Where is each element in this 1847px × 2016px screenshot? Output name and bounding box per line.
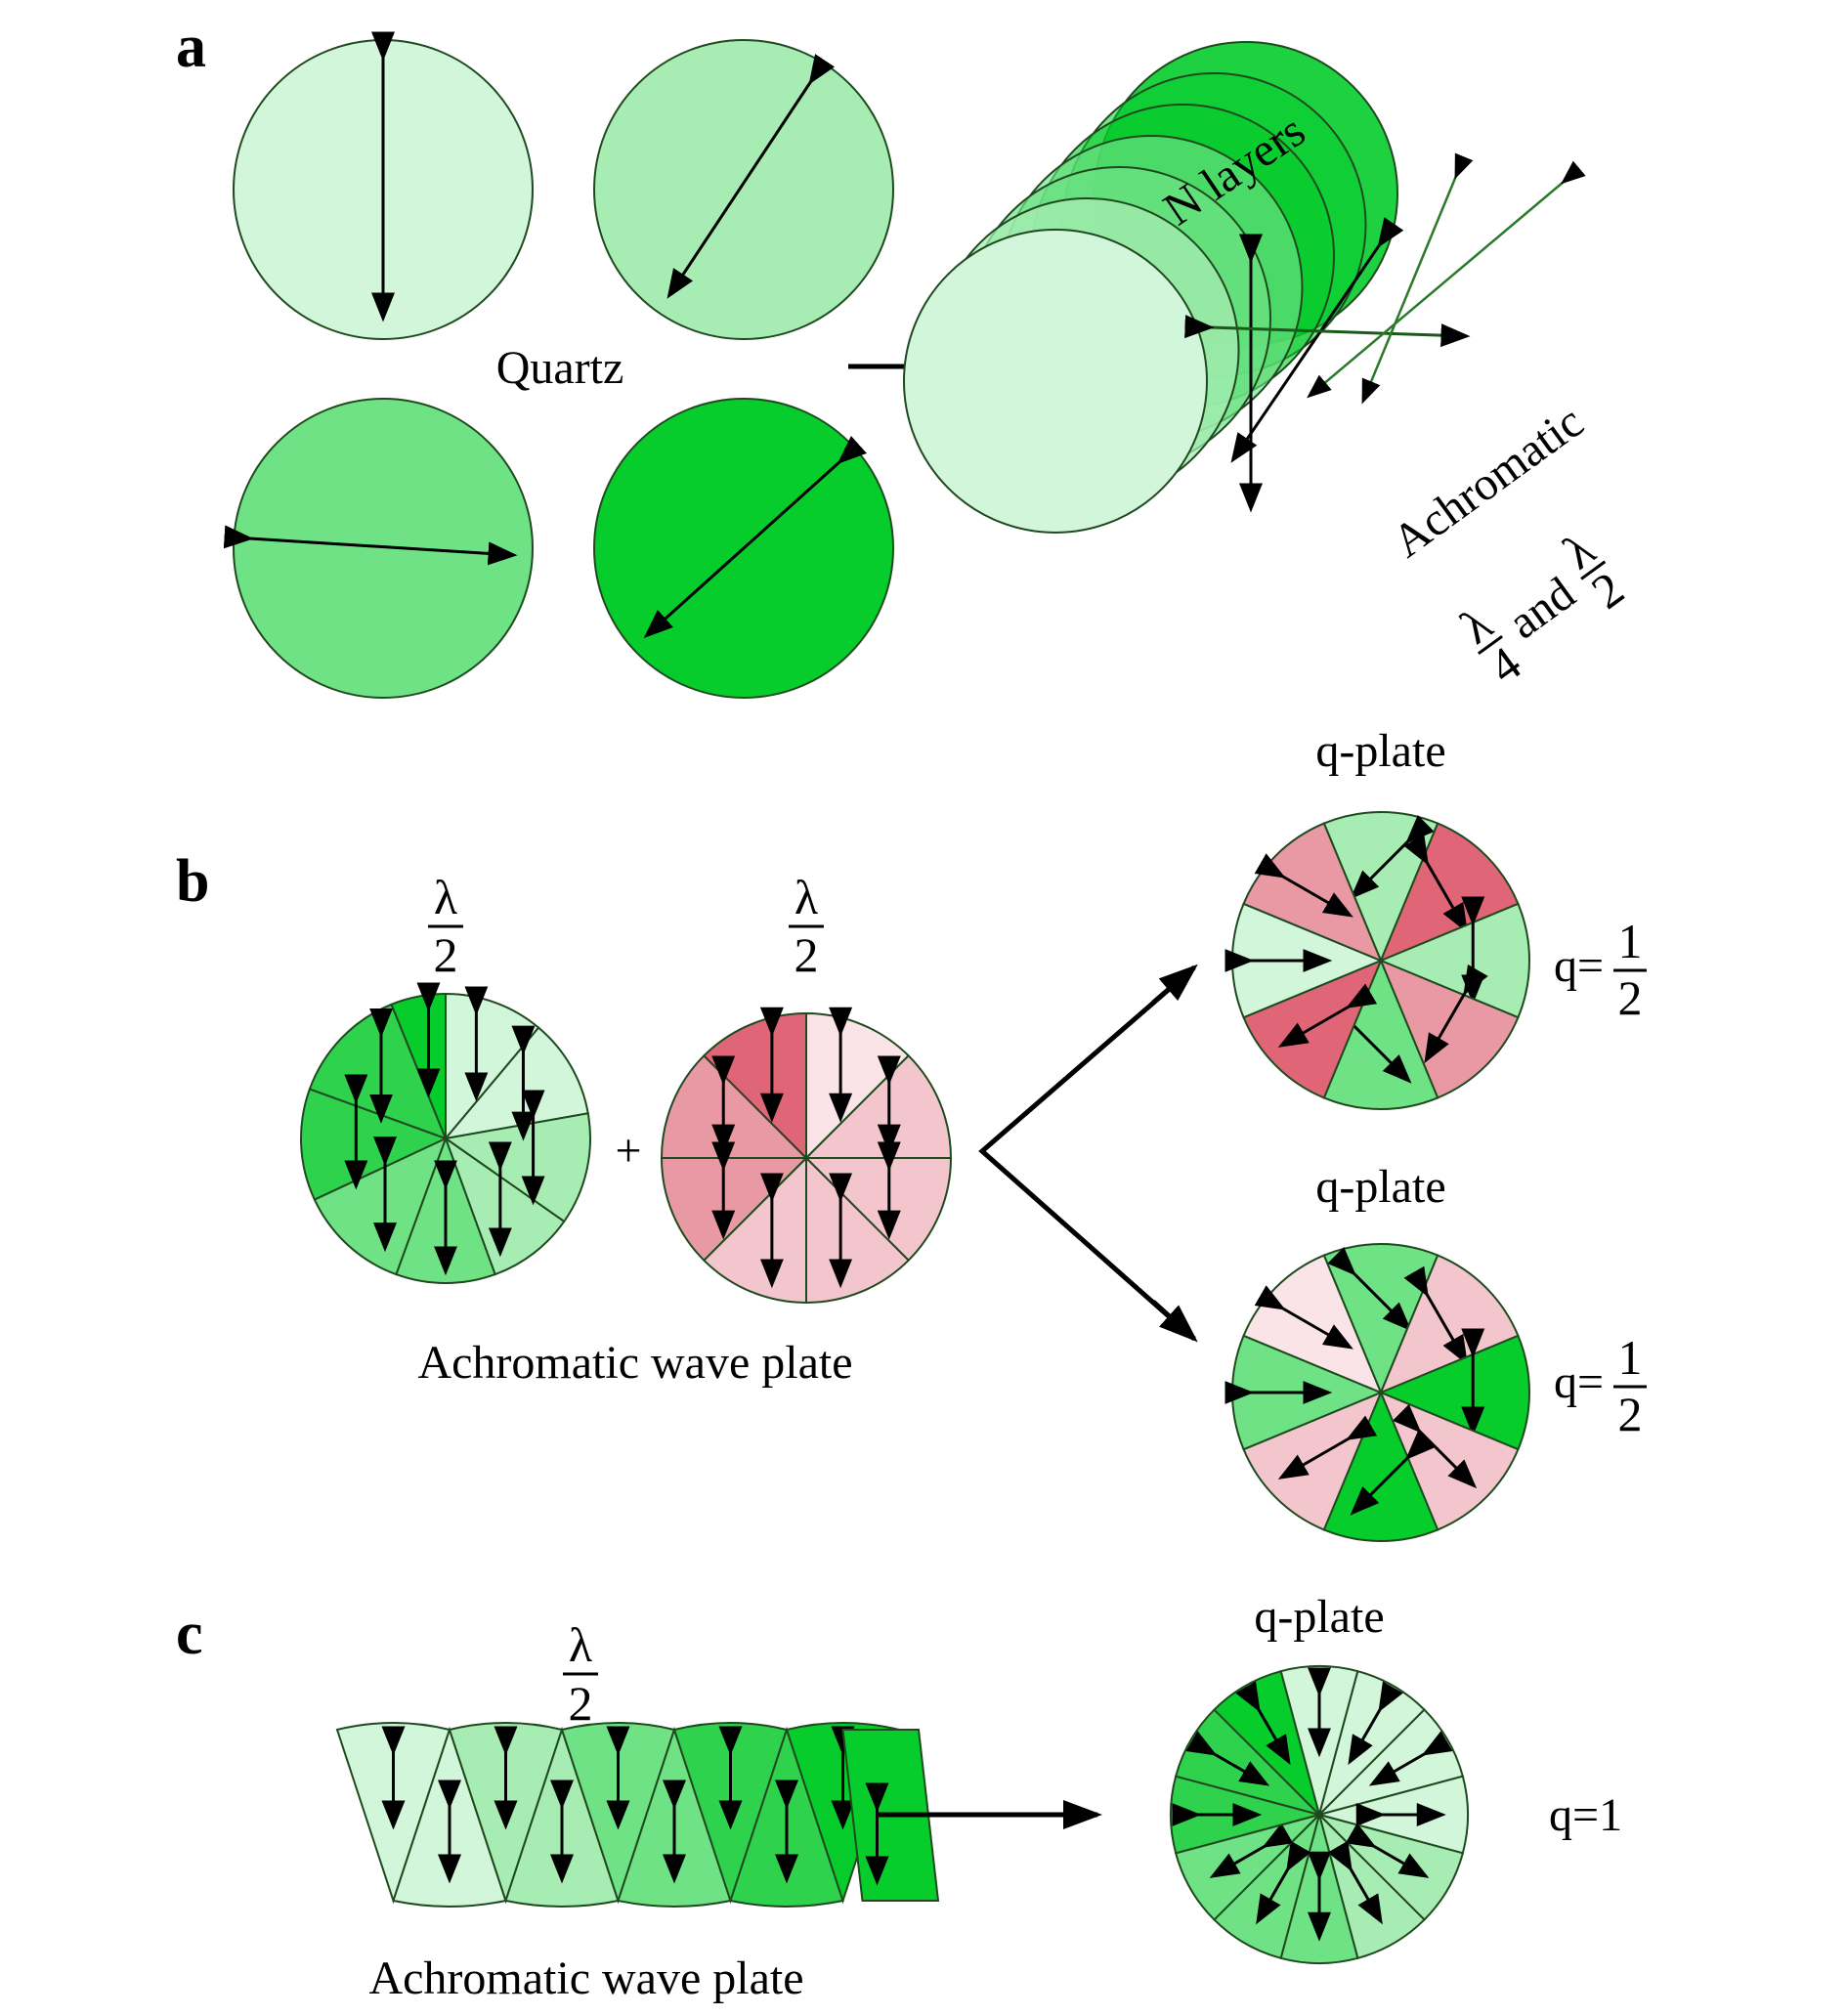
q-plate-bottom-title: q-plate	[1315, 1161, 1445, 1213]
panel-b: b λ 2 λ 2 + Achromatic wave plate q-plat…	[176, 725, 1647, 1543]
fast-axis-arrow-2	[666, 54, 836, 299]
split-arrow-up	[1151, 964, 1198, 1005]
q-value-bottom: q= 1 2	[1554, 1330, 1647, 1441]
two-symbol: 2	[569, 1676, 593, 1731]
panel-c-caption: Achromatic wave plate	[368, 1952, 803, 2004]
q-plate-axis-arrow	[1277, 1415, 1378, 1480]
q-plate-q1	[1170, 1665, 1469, 1964]
q-plate-axis-arrow	[1185, 1731, 1270, 1786]
panel-a: a Quartz N layers Achromatic λ 4 and λ 2	[176, 14, 1633, 699]
split-arrow-lines	[978, 965, 1196, 1341]
lambda-half-label-1: λ 2	[428, 870, 463, 982]
lambda-half-label-2: λ 2	[789, 870, 824, 982]
q-num: 1	[1618, 914, 1643, 968]
q-value-c: q=1	[1549, 1789, 1622, 1841]
lambda-over-4-den: 4	[1479, 635, 1530, 694]
lambda-half-label-c: λ 2	[563, 1617, 598, 1731]
q-prefix: q=	[1554, 1356, 1604, 1408]
q-plate-top-title: q-plate	[1315, 725, 1445, 777]
quartz-label: Quartz	[496, 342, 624, 394]
fast-axis-arrow-3	[223, 525, 518, 566]
plate-sector	[443, 1112, 591, 1223]
q-plate-c-title: q-plate	[1254, 1591, 1384, 1643]
split-arrow-down	[1151, 1300, 1198, 1343]
q-plate-axis-arrow	[1327, 1246, 1412, 1332]
q-plate-sector	[1378, 902, 1531, 1019]
layer-stack	[903, 41, 1398, 534]
fraction-bar	[1477, 634, 1504, 656]
q-plate-axis-arrow	[1403, 1265, 1468, 1365]
unrolled-wave-plate-strip	[335, 1722, 940, 1908]
q-plate-axis-arrow	[1350, 1431, 1435, 1516]
panel-b-caption: Achromatic wave plate	[417, 1337, 852, 1389]
pink-segmented-plate	[660, 1007, 953, 1305]
panel-c: c λ 2 Achromatic wave plate q-plate q=1	[176, 1591, 1622, 2004]
and-label: and	[1499, 568, 1584, 650]
fraction-bar	[1580, 560, 1607, 580]
q-plate-bottom	[1224, 1242, 1531, 1543]
lambda-fraction-group: λ 4 and λ 2	[1450, 522, 1633, 695]
lambda-over-2-den: 2	[1581, 561, 1633, 620]
panel-b-label: b	[176, 848, 209, 915]
q-plate-axis-arrow	[1277, 983, 1378, 1048]
q-plate-axis-arrow	[1235, 1681, 1291, 1766]
q-prefix: q=	[1554, 940, 1604, 992]
q-plate-axis-arrow	[1327, 1840, 1383, 1925]
fast-axis-arrow-4	[643, 436, 867, 639]
q-plate-sector	[1378, 1334, 1531, 1451]
two-symbol: 2	[795, 927, 819, 982]
q-plate-axis-arrow	[1350, 814, 1435, 900]
q-plate-axis-arrow	[1209, 1823, 1294, 1878]
quartz-plate-2	[593, 39, 894, 340]
q-plate-axis-arrow	[1254, 1285, 1353, 1350]
q-plate-axis-arrow	[1254, 853, 1353, 918]
q-num: 1	[1618, 1330, 1643, 1385]
lambda-symbol: λ	[569, 1617, 592, 1672]
plus-sign: +	[615, 1125, 641, 1177]
panel-c-label: c	[176, 1601, 203, 1667]
stack-layer	[903, 229, 1208, 534]
layer-stack-axes	[1184, 152, 1586, 513]
q-plate-top	[1224, 810, 1531, 1111]
q-plate-axis-arrow	[1368, 1731, 1453, 1786]
q-plate-axis-arrow	[1348, 1681, 1403, 1766]
q-plate-axis-arrow	[1403, 834, 1468, 933]
lambda-symbol: λ	[434, 870, 457, 924]
two-symbol: 2	[434, 927, 458, 982]
panel-a-label: a	[176, 14, 206, 80]
lambda-symbol: λ	[795, 870, 818, 924]
stack-axis-5	[1307, 160, 1586, 399]
q-value-top: q= 1 2	[1554, 914, 1647, 1025]
green-segmented-plate	[300, 982, 591, 1284]
q-den: 2	[1618, 970, 1643, 1025]
q-den: 2	[1618, 1387, 1643, 1441]
q-plate-axis-arrow	[1424, 964, 1488, 1064]
